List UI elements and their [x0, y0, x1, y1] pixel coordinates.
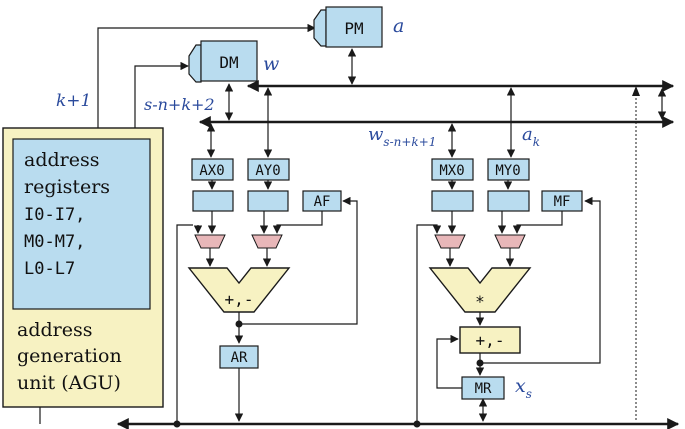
ay-buffer-register — [247, 190, 289, 212]
pm-label: PM — [344, 19, 363, 38]
agu-registers-label-2: registers — [24, 176, 110, 198]
agu-name-2: generation — [17, 345, 122, 367]
my0-label: MY0 — [495, 163, 520, 179]
bus-node-mac — [413, 420, 421, 428]
label-w: w — [263, 53, 279, 75]
mr-label: MR — [475, 381, 492, 397]
ay0-register: AY0 — [247, 158, 290, 181]
adder-feedback-to-mf — [480, 196, 601, 364]
mf-feedback-to-mux — [512, 211, 563, 234]
mac-mux-x — [434, 234, 466, 249]
agu-pm-address-line — [97, 23, 316, 128]
mac-add-label: +,- — [476, 331, 505, 350]
alu-mux-x — [194, 234, 226, 249]
ar-label: AR — [231, 350, 248, 366]
pm-memory: PM — [313, 6, 383, 48]
mx0-register: MX0 — [431, 158, 474, 181]
agu-reg-l: L0-L7 — [24, 259, 75, 279]
agu-registers-label-1: address — [24, 149, 99, 171]
dotted-link-arrow — [632, 86, 640, 96]
label-x-s: xs — [515, 375, 532, 401]
af-register: AF — [302, 190, 342, 212]
my-buffer-register — [487, 190, 530, 212]
mac-adder: +,- — [459, 326, 521, 354]
label-a-k: ak — [522, 124, 540, 149]
agu-dm-address-line — [134, 61, 189, 128]
agu-reg-m: M0-M7, — [24, 232, 85, 252]
multiplier: * — [428, 267, 532, 313]
dm-label: DM — [219, 53, 238, 72]
mult-op-label: * — [475, 292, 485, 311]
ar-register: AR — [219, 345, 259, 369]
bus-to-mac-mux — [416, 224, 442, 424]
alu-feedback-to-af — [239, 196, 358, 325]
alu-mux-left-input-a — [176, 224, 193, 236]
label-s-n-k-2: s-n+k+2 — [144, 95, 215, 114]
mac-mux-y — [494, 234, 526, 249]
alu-mux-y — [251, 234, 283, 249]
dm-memory: DM — [188, 40, 258, 83]
ay0-label: AY0 — [255, 163, 280, 179]
my0-register: MY0 — [487, 158, 530, 181]
label-a: a — [393, 15, 404, 37]
agu-name-1: address — [17, 319, 92, 341]
ax0-label: AX0 — [199, 163, 224, 179]
mx0-label: MX0 — [439, 163, 464, 179]
agu-block: address registers I0-I7, M0-M7, L0-L7 ad… — [2, 127, 164, 408]
mx-buffer-register — [431, 190, 474, 212]
mf-register: MF — [541, 190, 583, 212]
bus-node-alu — [173, 420, 181, 428]
af-feedback-to-mux — [272, 211, 323, 234]
mr-feedback-to-adder — [436, 334, 462, 389]
ax-buffer-register — [192, 190, 234, 212]
alu-op-label: +,- — [225, 290, 254, 309]
agu-name-3: unit (AGU) — [17, 372, 121, 394]
agu-reg-i: I0-I7, — [24, 205, 85, 225]
label-w-sample: ws-n+k+1 — [368, 124, 436, 149]
agu-register-box — [12, 138, 151, 310]
alu: +,- — [187, 267, 291, 313]
af-label: AF — [314, 194, 331, 210]
mf-label: MF — [554, 194, 571, 210]
mr-register: MR — [461, 376, 505, 400]
label-k-plus-1: k+1 — [56, 91, 91, 111]
ax0-register: AX0 — [191, 158, 234, 181]
